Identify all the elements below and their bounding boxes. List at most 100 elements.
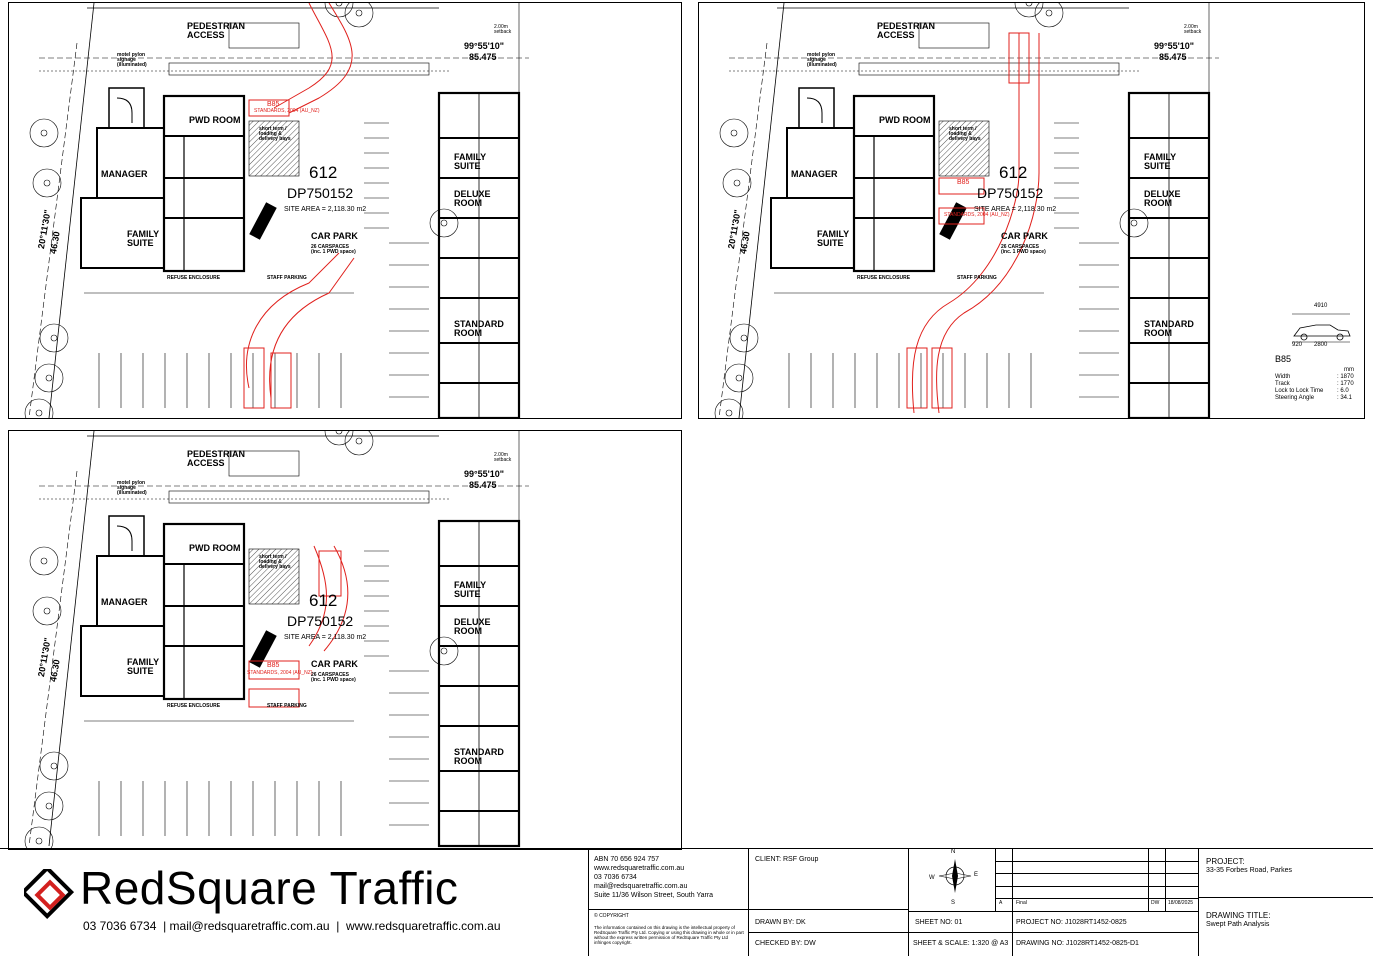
- staff-parking-label: STAFF PARKING: [267, 275, 307, 281]
- phone: 03 7036 6734: [594, 874, 637, 881]
- setback-label: 2.00m setback: [1184, 24, 1202, 35]
- vehicle-spec-row: Width : 1870: [1275, 374, 1365, 381]
- distance-top-label: 85.475: [469, 52, 497, 62]
- vehicle-spec-key: Lock to Lock Time: [1275, 388, 1324, 394]
- address: Suite 11/36 Wilson Street, South Yarra: [594, 892, 714, 899]
- sheet-no: SHEET NO: 01: [915, 919, 963, 926]
- pedestrian-access-label: PEDESTRIAN ACCESS: [187, 21, 246, 40]
- pylon-signage-label: motel pylon signage (illuminated): [117, 52, 147, 68]
- family-suite-label: FAMILY SUITE: [127, 229, 160, 248]
- vehicle-unit: mm: [1344, 367, 1354, 373]
- vehicle-dim-b: 2800: [1314, 342, 1328, 348]
- vehicle-b85-label: B85: [267, 662, 280, 669]
- refuse-enclosure-label: REFUSE ENCLOSURE: [167, 703, 221, 709]
- website: www.redsquaretraffic.com.au: [594, 865, 685, 872]
- vehicle-diagram: [1292, 313, 1351, 343]
- deposited-plan: DP750152: [287, 613, 354, 629]
- checked-by: CHECKED BY: DW: [755, 940, 816, 947]
- site-plan-drawing: [714, 3, 1219, 418]
- bearing-top-label: 99°55'10": [464, 469, 505, 479]
- distance-top-label: 85.475: [1159, 52, 1187, 62]
- family-suite-label: FAMILY SUITE: [127, 657, 160, 676]
- lot-number: 612: [999, 163, 1028, 182]
- standard-room-label: STANDARD ROOM: [454, 747, 504, 766]
- vehicle-length: 4910: [1314, 303, 1328, 309]
- deposited-plan: DP750152: [287, 185, 354, 201]
- site-plan-panel-1: PEDESTRIAN ACCESS 2.00m setback 99°55'10…: [8, 2, 682, 419]
- car-park-label: CAR PARK: [311, 231, 358, 241]
- vehicle-dim-a: 920: [1292, 342, 1303, 348]
- car-spaces-label: 26 CARSPACES (inc. 1 PWD space): [311, 672, 356, 683]
- car-park-label: CAR PARK: [311, 659, 358, 669]
- deluxe-room-label: DELUXE ROOM: [454, 189, 491, 208]
- family-suite-label: FAMILY SUITE: [454, 152, 487, 171]
- redsquare-logo-icon: [24, 869, 75, 920]
- distance-top-label: 85.475: [469, 480, 497, 490]
- short-term-bays-label: short term / loading & delivery bays: [259, 126, 291, 142]
- pwd-room-label: PWD ROOM: [189, 115, 241, 125]
- vehicle-spec-key: Steering Angle: [1275, 395, 1315, 401]
- drawing-no: DRAWING NO: J1028RT1452-0825-D1: [1016, 940, 1139, 947]
- brand-contact-line: 03 7036 6734 | mail@redsquaretraffic.com…: [83, 919, 501, 933]
- family-suite-label: FAMILY SUITE: [454, 580, 487, 599]
- title-block: RedSquare Traffic 03 7036 6734 | mail@re…: [0, 848, 1373, 956]
- sheet-scale: SHEET & SCALE: 1:320 @ A3: [913, 940, 1009, 947]
- vehicle-spec-value: : 6.0: [1337, 388, 1349, 394]
- copyright-text: The information contained on this drawin…: [594, 925, 744, 945]
- project-label: PROJECT:: [1206, 857, 1245, 866]
- west-label: W: [929, 875, 935, 881]
- east-label: E: [974, 872, 979, 878]
- site-plan-drawing: [24, 431, 529, 849]
- vehicle-spec-value: : 1770: [1337, 381, 1354, 387]
- setback-label: 2.00m setback: [494, 24, 512, 35]
- refuse-enclosure-label: REFUSE ENCLOSURE: [857, 275, 911, 281]
- refuse-enclosure-label: REFUSE ENCLOSURE: [167, 275, 221, 281]
- site-plan-panel-2: PEDESTRIAN ACCESS 2.00m setback 99°55'10…: [698, 2, 1365, 419]
- north-label: N: [951, 849, 956, 855]
- deluxe-room-label: DELUXE ROOM: [1144, 189, 1181, 208]
- client: CLIENT: RSF Group: [755, 856, 819, 863]
- brand-name: RedSquare Traffic: [80, 862, 459, 914]
- pedestrian-access-label: PEDESTRIAN ACCESS: [187, 449, 246, 468]
- vehicle-spec-row: Steering Angle : 34.1: [1275, 395, 1365, 402]
- deluxe-room-label: DELUXE ROOM: [454, 617, 491, 636]
- vehicle-standard-label: STANDARDS, 2004 (AU_NZ): [944, 212, 1010, 218]
- staff-parking-label: STAFF PARKING: [267, 703, 307, 709]
- lot-number: 612: [309, 163, 338, 182]
- south-label: S: [951, 900, 956, 906]
- pedestrian-access-label: PEDESTRIAN ACCESS: [877, 21, 936, 40]
- manager-label: MANAGER: [791, 169, 838, 179]
- vehicle-name: B85: [1275, 354, 1292, 364]
- deposited-plan: DP750152: [977, 185, 1044, 201]
- standard-room-label: STANDARD ROOM: [454, 319, 504, 338]
- revision-letter: A: [999, 900, 1003, 906]
- site-area-label: SITE AREA = 2,118.30 m2: [284, 634, 367, 641]
- vehicle-b85-label: B85: [267, 101, 280, 108]
- vehicle-spec-row: Track : 1770: [1275, 381, 1365, 388]
- short-term-bays-label: short term / loading & delivery bays: [949, 126, 981, 142]
- vehicle-b85-label: B85: [957, 179, 970, 186]
- revision-description: Final: [1016, 900, 1027, 906]
- vehicle-spec-row: Lock to Lock Time : 6.0: [1275, 388, 1365, 395]
- drawn-by: DRAWN BY: DK: [755, 919, 806, 926]
- lot-number: 612: [309, 591, 338, 610]
- site-plan-panel-3: PEDESTRIAN ACCESS 2.00m setback 99°55'10…: [8, 430, 682, 850]
- pylon-signage-label: motel pylon signage (illuminated): [807, 52, 837, 68]
- revision-by: DW: [1151, 900, 1160, 906]
- pwd-room-label: PWD ROOM: [879, 115, 931, 125]
- vehicle-spec-value: : 34.1: [1337, 395, 1353, 401]
- project-address: 33-35 Forbes Road, Parkes: [1206, 867, 1292, 874]
- vehicle-spec-value: : 1870: [1337, 374, 1354, 380]
- site-area-label: SITE AREA = 2,118.30 m2: [284, 206, 367, 213]
- vehicle-standard-label: STANDARDS, 2004 (AU_NZ): [247, 670, 313, 676]
- drawing-title-label: DRAWING TITLE:: [1206, 911, 1271, 920]
- revision-date: 18/08/2025: [1168, 900, 1194, 906]
- north-arrow-icon: [938, 859, 972, 893]
- copyright-title: © COPYRIGHT: [594, 913, 629, 919]
- project-no: PROJECT NO: J1028RT1452-0825: [1016, 919, 1127, 926]
- manager-label: MANAGER: [101, 597, 148, 607]
- pwd-room-label: PWD ROOM: [189, 543, 241, 553]
- email: mail@redsquaretraffic.com.au: [594, 883, 688, 890]
